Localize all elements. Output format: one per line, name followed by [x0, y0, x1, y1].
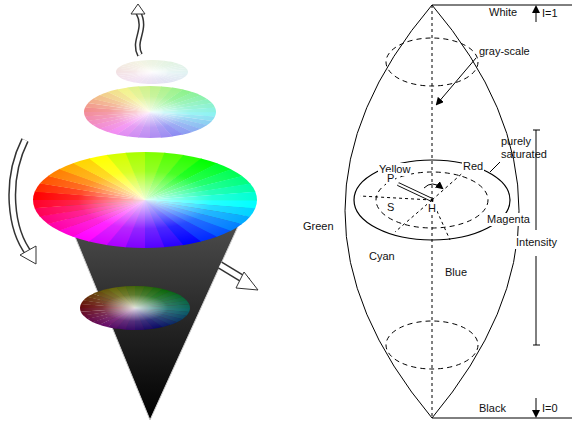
color-label: Cyan [368, 250, 396, 263]
leader-label: gray-scale [478, 45, 531, 58]
saturation-shade [80, 286, 190, 330]
color-label: Magenta [486, 213, 531, 226]
scale-label: White [488, 6, 518, 19]
angle-label: H [427, 202, 437, 215]
color-label: Red [462, 160, 484, 173]
saturation-shade [33, 152, 257, 248]
vector-label: S [386, 201, 395, 214]
saturation-shade [84, 86, 216, 138]
vector-label: P [386, 172, 395, 185]
scale-label: Black [478, 402, 507, 415]
saturation-shade [116, 60, 188, 84]
axis-label: Intensity [515, 236, 558, 249]
scale-value: I=1 [541, 7, 559, 20]
color-label: Green [302, 220, 335, 233]
color-label: Blue [444, 266, 468, 279]
scale-value: I=0 [541, 402, 559, 415]
leader-label: purely saturated [500, 135, 556, 161]
